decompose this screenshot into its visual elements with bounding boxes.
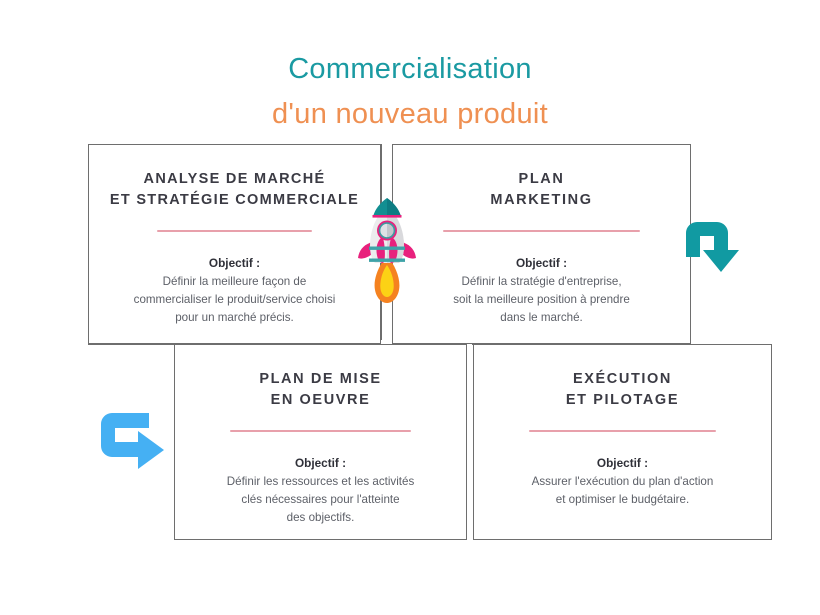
card-body-line-3: des objectifs. (286, 511, 355, 525)
rocket-icon (358, 198, 416, 303)
arrow-right-down-icon (686, 222, 739, 272)
card-body: Objectif : Définir les ressources et les… (215, 454, 427, 527)
card-divider (443, 229, 640, 232)
card-title-line-1: EXÉCUTION (572, 371, 672, 387)
card-execution-et-pilotage[interactable]: EXÉCUTION ET PILOTAGE Objectif : Assurer… (473, 344, 772, 540)
card-body-line-1: Définir les ressources et les activités (226, 475, 415, 489)
card-title-line-1: PLAN (518, 171, 565, 187)
card-title: ANALYSE DE MARCHÉ ET STRATÉGIE COMMERCIA… (110, 169, 359, 212)
card-body-line-2: commercialiser le produit/service choisi (133, 293, 336, 307)
card-title-line-1: PLAN DE MISE (259, 371, 382, 387)
objectif-label: Objectif : (515, 255, 568, 270)
card-title-line-2: EN OEUVRE (270, 392, 371, 409)
card-title-line-2: ET STRATÉGIE COMMERCIALE (109, 192, 360, 209)
objectif-label: Objectif : (208, 255, 261, 270)
card-title-line-2: MARKETING (490, 192, 593, 209)
objectif-label: Objectif : (596, 455, 649, 470)
card-title: PLAN MARKETING (490, 169, 592, 212)
card-title-line-1: ANALYSE DE MARCHÉ (143, 171, 326, 187)
card-divider (528, 429, 717, 432)
connector-horizontal-left (88, 344, 176, 346)
title-line-1: Commercialisation (288, 53, 532, 85)
card-title: PLAN DE MISE EN OEUVRE (259, 369, 381, 412)
arrow-left-right-icon (101, 413, 164, 469)
card-body: Objectif : Assurer l'exécution du plan d… (520, 454, 726, 509)
card-body-line-1: Définir la meilleure façon de (162, 275, 307, 289)
card-body-line-2: soit la meilleure position à prendre (453, 293, 630, 307)
card-title: EXÉCUTION ET PILOTAGE (566, 369, 679, 412)
objectif-label: Objectif : (294, 455, 347, 470)
card-divider (157, 229, 312, 232)
page-title: Commercialisation d'un nouveau produit (0, 52, 820, 131)
card-body-line-2: et optimiser le budgétaire. (555, 493, 690, 507)
card-title-line-2: ET PILOTAGE (565, 392, 680, 409)
card-divider (230, 429, 411, 432)
card-body-line-3: dans le marché. (500, 311, 583, 325)
card-analyse-de-marche[interactable]: ANALYSE DE MARCHÉ ET STRATÉGIE COMMERCIA… (88, 144, 381, 344)
card-body-line-3: pour un marché précis. (175, 311, 294, 325)
card-body-line-2: clés nécessaires pour l'atteinte (241, 493, 400, 507)
title-line-2: d'un nouveau produit (272, 98, 548, 131)
card-body: Objectif : Définir la meilleure façon de… (122, 254, 348, 327)
card-plan-de-mise-en-oeuvre[interactable]: PLAN DE MISE EN OEUVRE Objectif : Défini… (174, 344, 467, 540)
card-body-line-1: Définir la stratégie d'entreprise, (461, 275, 622, 289)
card-body-line-1: Assurer l'exécution du plan d'action (531, 475, 714, 489)
card-body: Objectif : Définir la stratégie d'entrep… (441, 254, 642, 327)
card-plan-marketing[interactable]: PLAN MARKETING Objectif : Définir la str… (392, 144, 691, 344)
